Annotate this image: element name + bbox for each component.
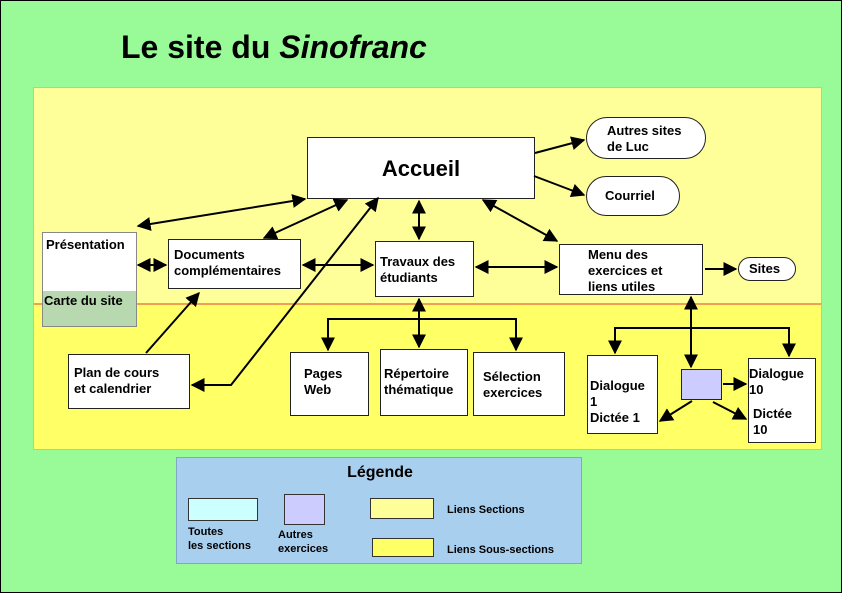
arrow-accueil-courriel <box>533 175 586 198</box>
node-autres-sites: Autres sites de Luc <box>586 117 706 159</box>
arrow-accueil-presentation <box>136 194 307 231</box>
swatch-liens-sections <box>370 498 434 519</box>
legend-liens-sous-sections: Liens Sous-sections <box>447 544 554 556</box>
legend-autres-exercices: Autres exercices <box>278 529 329 555</box>
legend-toutes-sections: Toutes les sections <box>188 526 251 552</box>
arrow-exercices-dialogue-1 <box>658 400 693 422</box>
node-presentation: Présentation Carte du site <box>42 232 137 327</box>
node-travaux: Travaux des étudiants <box>375 241 474 297</box>
node-repertoire: Répertoire thématique <box>380 349 468 416</box>
dialogue-10-label: Dialogue 10 <box>749 366 804 397</box>
branch-to-dialogue-10 <box>691 327 796 358</box>
branch-to-dialogue-1 <box>608 327 691 355</box>
node-plan: Plan de cours et calendrier <box>68 354 190 409</box>
swatch-toutes-sections <box>188 498 258 521</box>
node-menu: Menu des exercices et liens utiles <box>559 244 703 295</box>
node-courriel: Courriel <box>586 176 680 216</box>
arrow-accueil-menu <box>481 199 559 242</box>
presentation-label: Présentation <box>46 237 125 252</box>
legend-liens-sections: Liens Sections <box>447 504 525 516</box>
arrow-accueil-documents <box>262 198 349 240</box>
arrow-accueil-autres-sites <box>534 136 586 154</box>
node-autres-exercices <box>681 369 722 400</box>
legend-title: Légende <box>347 464 413 481</box>
node-accueil: Accueil <box>307 137 535 199</box>
legend: Légende Toutes les sections Autres exerc… <box>176 457 582 564</box>
branch-to-pages-web <box>321 318 419 352</box>
branch-to-selection <box>419 318 523 352</box>
carte-du-site-label: Carte du site <box>44 293 123 308</box>
node-dialogue-1: Dialogue 1 Dictée 1 <box>587 355 658 434</box>
arrow-plan-documents <box>145 291 200 354</box>
dictee-10-label: Dictée 10 <box>753 406 793 437</box>
node-selection: Sélection exercices <box>473 352 565 416</box>
node-sites: Sites <box>738 257 796 281</box>
swatch-liens-sous-sections <box>372 538 434 557</box>
arrow-accueil-plan <box>190 196 379 392</box>
node-dialogue-10: Dialogue 10 Dictée 10 <box>748 358 816 443</box>
page-title: Le site du Sinofranc <box>121 29 427 65</box>
carte-du-site-area: Carte du site <box>43 291 136 326</box>
swatch-autres-exercices <box>284 494 325 525</box>
arrow-exercices-dictee-10 <box>712 401 748 420</box>
